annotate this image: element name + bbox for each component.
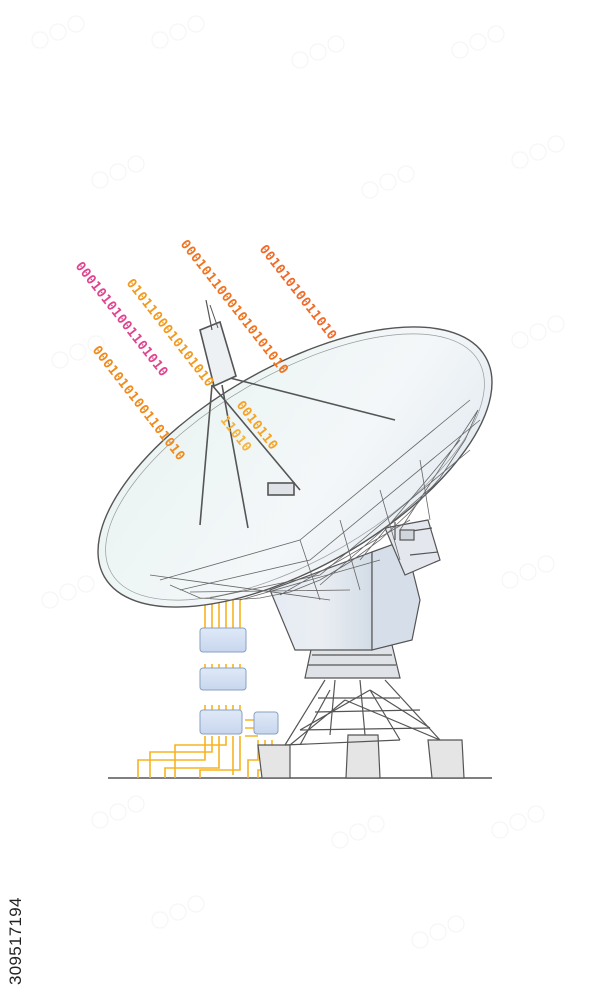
chip: [199, 709, 243, 735]
dish-reflector: [97, 326, 493, 608]
binary-stream: 00010101001101010: [89, 343, 188, 464]
watermark-pattern: [31, 15, 565, 949]
chip: [199, 667, 247, 691]
feed-structure: [199, 299, 396, 529]
antenna-base: [257, 644, 465, 779]
stock-id-label: 309517194: [6, 897, 25, 985]
chip: [253, 711, 279, 735]
antenna-mount: [269, 519, 441, 651]
binary-stream: 00101010011010: [256, 242, 340, 343]
chip: [199, 627, 247, 653]
circuit-traces: [137, 600, 273, 778]
circuit-chips: [199, 627, 279, 735]
